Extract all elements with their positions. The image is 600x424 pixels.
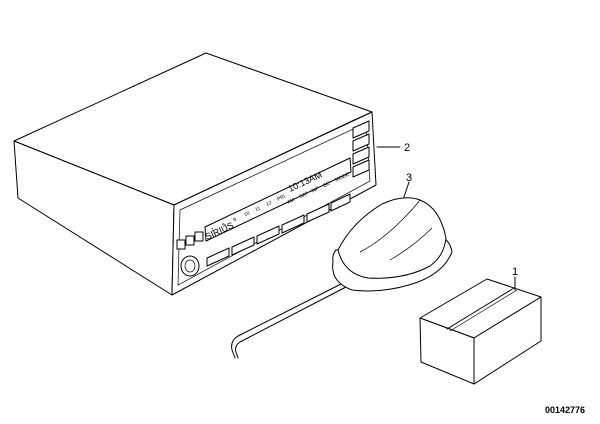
side-buttons <box>352 120 370 178</box>
callout-3: 3 <box>406 172 412 184</box>
display-status-label: AM <box>286 197 295 206</box>
display-channel-number: 10 <box>243 210 251 218</box>
box-part <box>419 276 542 385</box>
small-buttons <box>176 231 204 250</box>
antenna <box>231 181 453 359</box>
display-status-label: SAT <box>298 191 309 200</box>
display-status-label: BC <box>322 180 331 189</box>
display-status-label: INF <box>310 186 320 195</box>
callout-1: 1 <box>512 266 518 278</box>
display-channel-number: PRI <box>276 194 286 203</box>
callout-2: 2 <box>404 142 410 154</box>
volume-knob <box>180 255 200 277</box>
display-channel-number: 8 <box>221 222 226 229</box>
display-channel-number: 12 <box>265 200 273 208</box>
display-channel-number: 11 <box>254 205 261 213</box>
reference-number: 00142776 <box>545 405 585 415</box>
display-channel-number: 7 <box>210 227 215 234</box>
display-channel-number: 9 <box>232 217 237 224</box>
preset-buttons <box>206 193 351 267</box>
